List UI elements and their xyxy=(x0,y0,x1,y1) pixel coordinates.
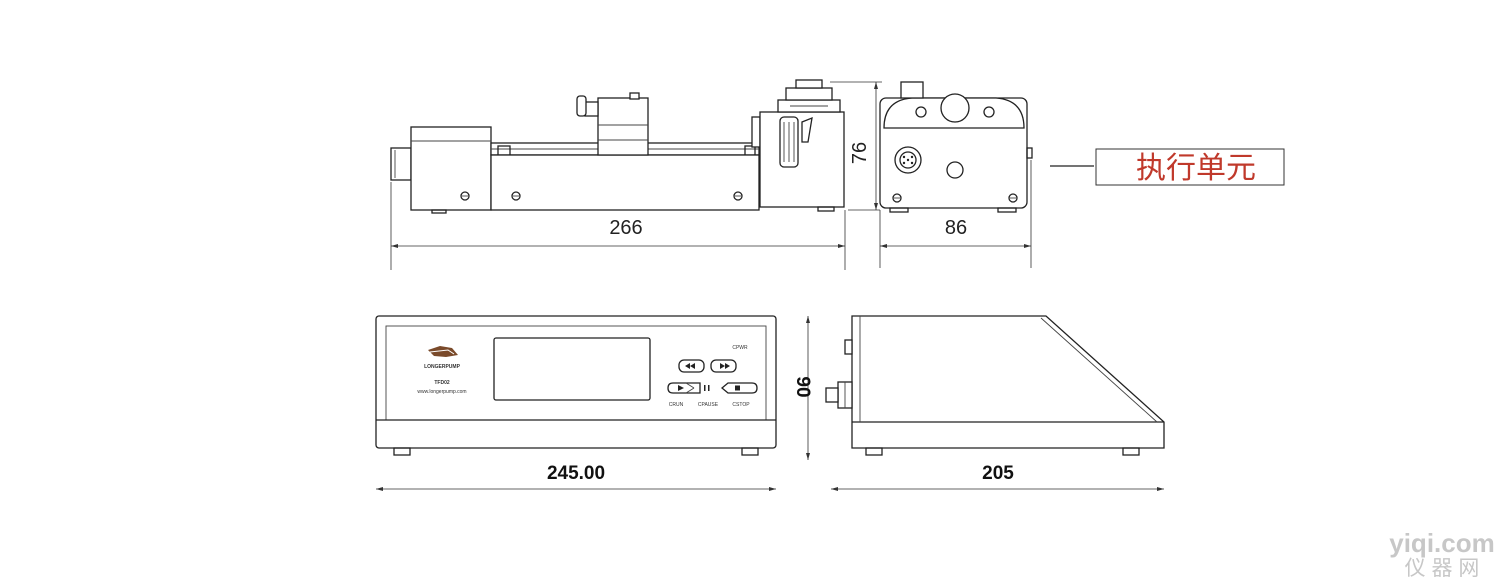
stop-icon xyxy=(735,385,740,391)
run-label: CRUN xyxy=(669,402,684,408)
screw-icon xyxy=(915,106,927,118)
pusher-knob xyxy=(576,95,587,117)
center-knob xyxy=(940,93,970,123)
dim-width-245: 245.00 xyxy=(547,463,605,484)
dim-width-86: 86 xyxy=(945,217,967,239)
watermark-line2: 仪 器 网 xyxy=(1405,557,1480,577)
model-text: TFD02 xyxy=(434,380,450,386)
bottom-dimensions: 245.00 90 205 xyxy=(376,316,1164,491)
port-icon xyxy=(946,161,964,179)
top-dimensions: 266 76 86 xyxy=(390,81,1032,270)
stop-label: CSTOP xyxy=(732,402,750,408)
controller-front-view: LONGERPUMP TFD02 www.longerpump.com CPWR… xyxy=(375,315,777,456)
brand-logo: LONGERPUMP TFD02 www.longerpump.com xyxy=(417,346,467,395)
pause-label: CPAUSE xyxy=(698,402,719,408)
screw-icon xyxy=(460,191,470,201)
dim-height-90: 90 xyxy=(792,376,813,397)
pusher-block xyxy=(597,97,649,156)
left-knob xyxy=(390,147,412,181)
lcd-display xyxy=(493,337,651,401)
controller-side-body xyxy=(851,315,1165,449)
dim-depth-205: 205 xyxy=(982,463,1014,484)
website-text: www.longerpump.com xyxy=(417,389,466,395)
executor-side-view xyxy=(390,79,845,214)
executor-callout: 执行单元 xyxy=(1050,148,1285,186)
logo-text: LONGERPUMP xyxy=(424,364,461,370)
pause-icon xyxy=(704,385,706,391)
executor-end-view xyxy=(879,81,1033,213)
watermark-line1: yiqi.com xyxy=(1389,528,1494,558)
play-icon xyxy=(678,385,684,391)
controller-side-view xyxy=(825,315,1165,456)
callout-label: 执行单元 xyxy=(1136,151,1256,186)
screw-icon xyxy=(983,106,995,118)
watermark: yiqi.com 仪 器 网 xyxy=(1389,528,1494,577)
dim-height-76: 76 xyxy=(849,142,871,164)
base-body xyxy=(490,154,760,211)
power-indicator-label: CPWR xyxy=(732,345,748,351)
dim-width-266: 266 xyxy=(609,217,642,239)
motor-block xyxy=(410,126,492,211)
